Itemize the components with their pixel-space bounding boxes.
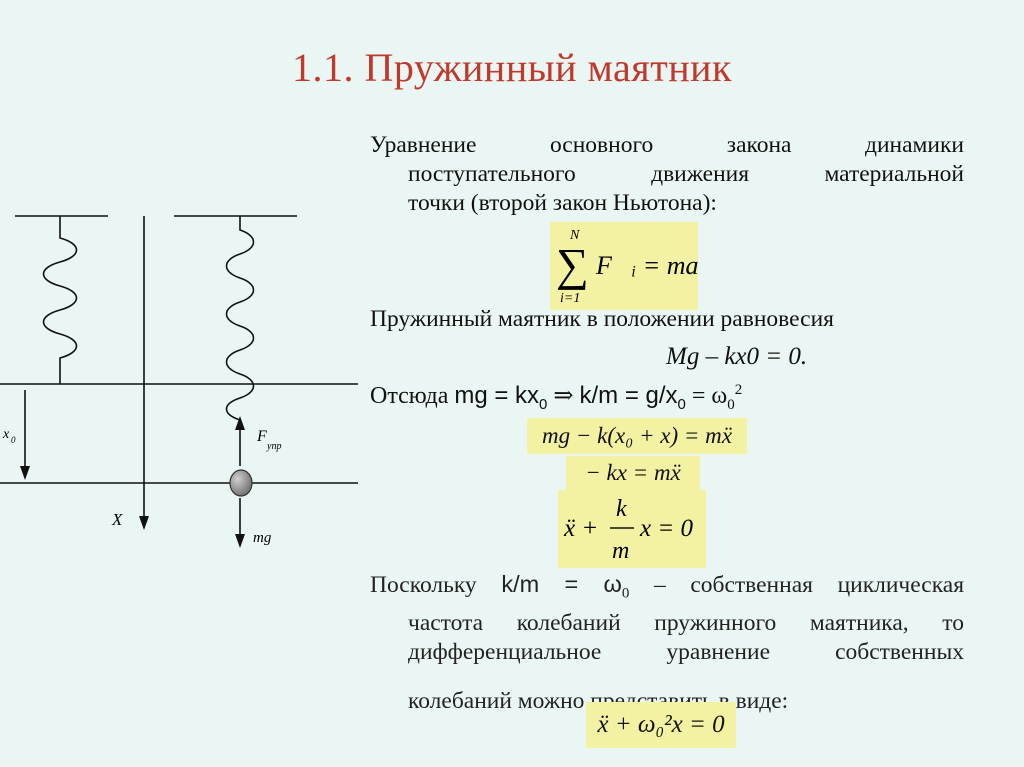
newton-equation: N ∑ i=1 F⃗ᵢ = ma⃗ xyxy=(550,222,698,310)
conclusion-line-1c: – собственная циклическая xyxy=(629,572,965,598)
hence-sub2: 0 xyxy=(727,396,735,413)
newton-equation-body: F⃗ᵢ = ma⃗ xyxy=(595,251,698,280)
equilibrium-text: Пружинный маятник в положении равновесия xyxy=(370,306,834,332)
spring-unloaded xyxy=(42,216,78,384)
final-equation: ẍ + ω₀²x = 0 xyxy=(586,702,736,748)
x-axis-arrowhead xyxy=(139,516,149,530)
gravity-label: mg⃗ xyxy=(253,530,283,546)
equation-a: mg − k(x₀ + x) = mẍ xyxy=(527,418,747,454)
newton-equation-svg: N ∑ i=1 F⃗ᵢ = ma⃗ xyxy=(556,228,698,306)
x-axis-label: X xyxy=(111,510,123,529)
conclusion-paragraph: Поскольку k/m = ω0 – собственная цикличе… xyxy=(370,570,964,716)
conclusion-line-1b: k/m = ω xyxy=(501,571,622,597)
conclusion-sub: 0 xyxy=(621,585,630,602)
hence-text: mg = kx xyxy=(454,382,540,409)
hence-sub1: 0 xyxy=(677,395,686,413)
hence-sup: 2 xyxy=(734,382,743,398)
page-title: 1.1. Пружинный маятник xyxy=(292,45,732,90)
sum-upper-limit: N xyxy=(569,228,580,243)
eq-c-denominator: m xyxy=(612,538,629,564)
conclusion-line-1a: Поскольку xyxy=(370,572,502,598)
conclusion-line-1: Поскольку k/m = ω0 – собственная цикличе… xyxy=(370,570,964,609)
intro-line-1: Уравнение основного закона динамики xyxy=(370,132,964,158)
intro-line-2: поступательного движения материальной xyxy=(408,161,964,187)
sum-lower-limit: i=1 xyxy=(560,291,580,306)
equation-c: ẍ + k m x = 0 xyxy=(558,490,706,568)
eq-c-rhs: x = 0 xyxy=(639,515,693,542)
sigma-symbol: ∑ xyxy=(556,239,589,290)
spring-force-arrowhead xyxy=(235,416,245,430)
implies-arrow: ⇒ xyxy=(547,383,580,409)
spring-pendulum-diagram: x⃗ 0 X F⃗ упр mg⃗ xyxy=(0,215,358,548)
hence-mid: k/m = g/x xyxy=(579,382,678,409)
conclusion-line-2: частота колебаний пружинного маятника, т… xyxy=(408,609,964,636)
equation-b: − kx = mẍ xyxy=(566,456,700,490)
hence-eq: = ω xyxy=(685,383,728,409)
x0-label-sub: 0 xyxy=(11,435,16,445)
x0-label: x⃗ xyxy=(2,427,20,442)
equilibrium-equation: Mg – kx0 = 0. xyxy=(666,343,808,370)
intro-line-3: точки (второй закон Ньютона): xyxy=(408,190,717,216)
conclusion-line-3: дифференциальное уравнение собственных xyxy=(408,638,964,665)
eq-c-numerator: k xyxy=(616,496,627,522)
spring-force-label: F⃗ xyxy=(256,428,279,445)
hence-sub0: 0 xyxy=(539,395,548,413)
mass-ball xyxy=(229,469,253,497)
equation-c-svg: ẍ + k m x = 0 xyxy=(563,496,693,564)
intro-paragraph: Уравнение основного закона динамики пост… xyxy=(370,131,964,218)
spring-loaded xyxy=(225,216,255,421)
x0-arrowhead xyxy=(20,466,30,480)
hence-line: Отсюда mg = kx0 ⇒ k/m = g/x0 = ω02 xyxy=(370,381,742,414)
eq-c-lhs: ẍ + xyxy=(563,515,598,542)
gravity-arrowhead xyxy=(235,534,245,548)
spring-force-label-sub: упр xyxy=(266,441,281,452)
hence-prefix: Отсюда xyxy=(370,383,455,409)
